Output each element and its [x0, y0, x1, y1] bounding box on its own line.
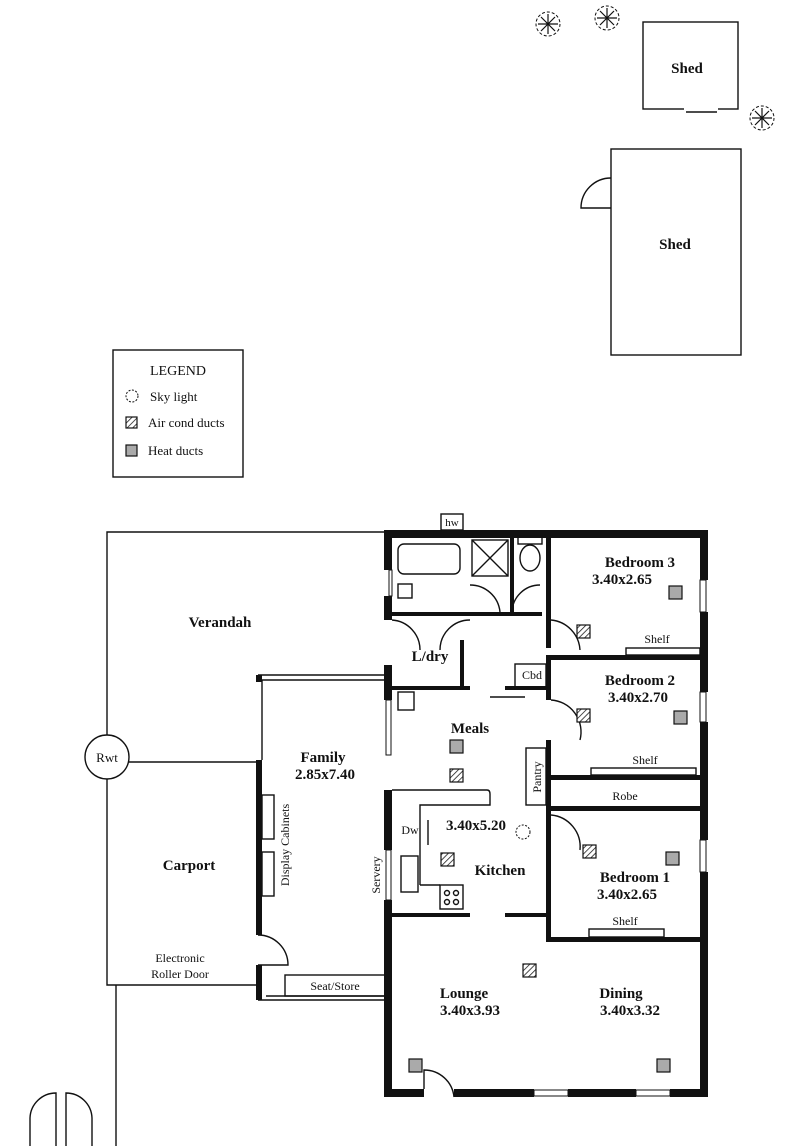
- shed-1: Shed: [642, 21, 739, 113]
- air-cond-duct-icon: [576, 624, 591, 639]
- room-size: 2.85x7.40: [295, 767, 355, 783]
- note-label: Seat/Store: [310, 979, 359, 993]
- note-label: hw: [445, 517, 459, 529]
- air-cond-duct-icon: [522, 963, 537, 978]
- room-label: Bedroom 1: [600, 870, 670, 886]
- room-size: 3.40x2.65: [592, 572, 652, 588]
- room-label: Lounge: [440, 986, 489, 1002]
- air-cond-duct-icon: [125, 416, 138, 429]
- note-label: Roller Door: [151, 967, 209, 981]
- rainwater-tank: [84, 734, 130, 780]
- legend-item: Heat ducts: [148, 443, 203, 458]
- legend: LEGEND Sky light Air cond ducts Heat duc…: [112, 349, 244, 478]
- room-label: Carport: [163, 858, 216, 874]
- note-label: Electronic: [155, 951, 204, 965]
- skylight-icon: [125, 389, 139, 403]
- skylight-icon: [515, 824, 531, 840]
- shed-label: Shed: [659, 237, 691, 253]
- tree-icon: [594, 5, 620, 31]
- tree-icon: [749, 105, 775, 131]
- note-label: Shelf: [632, 753, 657, 767]
- note-label: Shelf: [644, 632, 669, 646]
- note-label: Pantry: [530, 761, 544, 792]
- room-label: Family: [301, 750, 346, 766]
- room-label: Bedroom 2: [605, 673, 675, 689]
- shed-label: Shed: [671, 61, 703, 77]
- legend-title: LEGEND: [150, 364, 206, 379]
- room-size: 3.40x5.20: [446, 818, 506, 834]
- room-label: Meals: [451, 721, 489, 737]
- heat-duct-icon: [668, 585, 683, 600]
- legend-item: Air cond ducts: [148, 415, 225, 430]
- note-label: Dw: [401, 823, 419, 837]
- heat-duct-icon: [125, 444, 138, 457]
- legend-item: Sky light: [150, 389, 198, 404]
- room-label: L/dry: [412, 649, 449, 665]
- air-cond-duct-icon: [449, 768, 464, 783]
- room-size: 3.40x3.93: [440, 1003, 500, 1019]
- room-label: Kitchen: [475, 863, 526, 879]
- note-label: Rwt: [96, 750, 118, 765]
- heat-duct-icon: [408, 1058, 423, 1073]
- note-label: Cbd: [522, 668, 542, 682]
- room-size: 3.40x3.32: [600, 1003, 660, 1019]
- note-label: Display Cabinets: [278, 804, 292, 887]
- room-label: Bedroom 3: [605, 555, 675, 571]
- room-size: 3.40x2.65: [597, 887, 657, 903]
- note-label: Shelf: [612, 914, 637, 928]
- heat-duct-icon: [673, 710, 688, 725]
- note-label: Servery: [369, 856, 383, 893]
- air-cond-duct-icon: [576, 708, 591, 723]
- room-label: Verandah: [189, 615, 252, 631]
- shed-2: Shed: [580, 148, 742, 356]
- heat-duct-icon: [665, 851, 680, 866]
- heat-duct-icon: [656, 1058, 671, 1073]
- heat-duct-icon: [449, 739, 464, 754]
- air-cond-duct-icon: [440, 852, 455, 867]
- room-label: Dining: [599, 986, 643, 1002]
- room-size: 3.40x2.70: [608, 690, 668, 706]
- note-label: Robe: [612, 789, 637, 803]
- tree-icon: [535, 11, 561, 37]
- air-cond-duct-icon: [582, 844, 597, 859]
